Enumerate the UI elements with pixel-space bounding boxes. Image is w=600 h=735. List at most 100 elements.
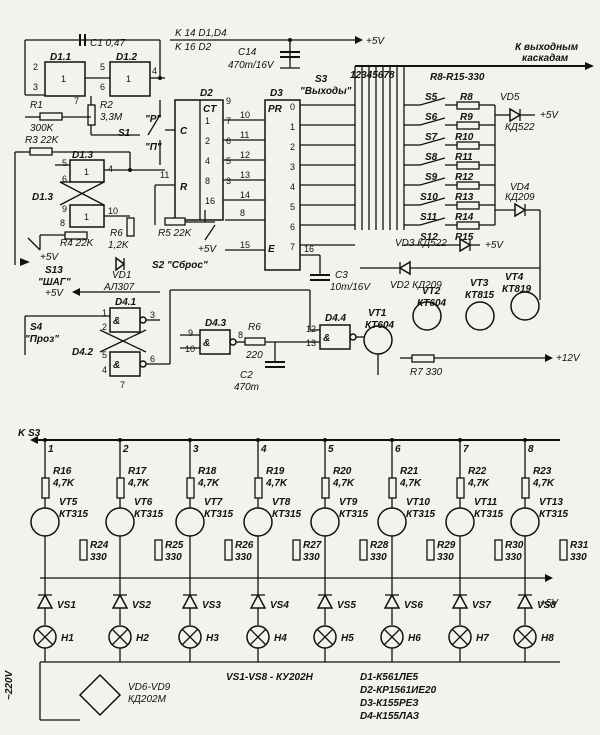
svg-text:&: & [203,338,210,349]
resistor-r26 [224,539,233,561]
switch-s7: S7 [425,132,438,143]
r6-value: 1,2K [108,240,130,251]
lamp-label-h8: H8 [541,633,554,644]
s2-label: S2 "Сброс" [152,259,208,271]
svg-text:&: & [113,316,120,327]
s3-numbers: 12345678 [350,70,395,81]
to-outputs-label-2: каскадам [522,53,569,64]
plus5v-e-label: +5V [540,110,559,121]
d3-block [264,99,301,271]
vd2-vd3-section: VD3 КД522 +5V VD2 КД209 [360,237,540,291]
vt4-label: VT4 [505,272,524,283]
vt4-transistor [510,291,540,321]
resistor-r24 [79,539,88,561]
s3-matrix [330,66,405,246]
r7-resistor [411,354,435,363]
svg-text:15: 15 [240,240,250,250]
svg-text:&: & [113,360,120,371]
svg-text:9: 9 [62,204,67,214]
transistor-vt13 [510,507,540,537]
thyristor-label-vs6: VS6 [404,600,423,611]
resistor-value-r21: 4,7K [399,478,422,489]
resistor-label-r21: R21 [400,466,419,477]
resistor-r31 [559,539,568,561]
switch-s5: S5 [425,92,438,103]
d2-block [174,99,224,221]
transistor-value-vt11: КТ315 [474,509,504,520]
channel-number-2: 2 [122,444,129,455]
r2-resistor [87,104,96,126]
resistor-label-r31: R31 [570,540,589,551]
svg-text:11: 11 [160,170,169,180]
d12-gate [109,61,151,97]
s1-p-label: "P" [145,114,161,125]
resistor-r23 [521,477,530,499]
s3-label: S3 [315,74,328,85]
svg-text:5: 5 [100,62,105,72]
s4-label: S4 [30,322,43,333]
thyristor-label-vs7: VS7 [472,600,491,611]
transistor-label-vt7: VT7 [204,497,223,508]
vt2-value: КТ604 [417,298,447,309]
d2-label: D2 [200,88,213,99]
s1-label: S1 [118,128,131,139]
r5-resistor [164,217,186,226]
resistor-label-r26: R26 [235,540,254,551]
svg-text:0: 0 [290,102,295,112]
svg-text:5: 5 [62,158,67,168]
d2-ct-label: CT [203,104,217,115]
transistor-vt7 [175,507,205,537]
part-d4: D4-К155ЛАЗ [360,711,420,722]
bridge-label: VD6-VD9 [128,682,171,693]
resistor-value-r25: 330 [165,552,182,563]
switch-s10: S10 [420,192,438,203]
transistor-value-vt13: КТ315 [539,509,569,520]
vs-note: VS1-VS8 - КУ202Н [226,672,314,683]
resistor-label-r24: R24 [90,540,109,551]
transistor-label-vt9: VT9 [339,497,358,508]
d11-gate [44,61,86,97]
resistor-label-r28: R28 [370,540,389,551]
svg-text:13: 13 [240,170,250,180]
svg-text:3: 3 [290,162,295,172]
channel-number-6: 6 [395,444,401,455]
channel-number-4: 4 [260,444,267,455]
r2-value: 3,3M [100,112,123,123]
svg-text:5: 5 [102,350,107,360]
transistor-vt10 [377,507,407,537]
d12-label: D1.2 [116,52,138,63]
transistor-vt11 [445,507,475,537]
channel-number-3: 3 [193,444,199,455]
resistor-label-r20: R20 [333,466,352,477]
r4-label: R4 22K [60,238,95,249]
vt3-value: КТ815 [465,290,495,301]
vd2-label: VD2 КД209 [390,280,442,291]
d41-label: D4.1 [115,297,137,308]
svg-text:1: 1 [126,74,131,84]
lamp-label-h6: H6 [408,633,421,644]
d3-pr-label: PR [268,104,283,115]
resistor-value-r30: 330 [505,552,522,563]
oscillator-section: D1.1 1 D1.2 1 2 3 5 6 4 7 R1 300K R2 3,3… [24,34,165,165]
s1-pp-label: "П" [145,142,162,153]
svg-text:6: 6 [150,354,155,364]
svg-text:1: 1 [61,74,66,84]
resistor-r15: R15 [455,232,474,243]
svg-text:3: 3 [150,310,155,320]
plus5v-b-label: +5V [45,288,64,299]
resistor-value-r23: 4,7K [532,478,555,489]
mains-label: ~220V [4,669,15,700]
resistor-value-r28: 330 [370,552,387,563]
svg-text:8: 8 [205,176,210,186]
transistor-vt5 [30,507,60,537]
vd2-diode [398,260,411,276]
resistor-value-r17: 4,7K [127,478,150,489]
svg-text:2: 2 [205,136,210,146]
switch-s9: S9 [425,172,438,183]
svg-text:14: 14 [240,190,250,200]
r5-label: R5 22K [158,228,193,239]
c3-label: C3 [335,270,348,281]
svg-text:4: 4 [102,365,107,375]
c2-label: C2 [240,370,253,381]
resistor-r28 [359,539,368,561]
